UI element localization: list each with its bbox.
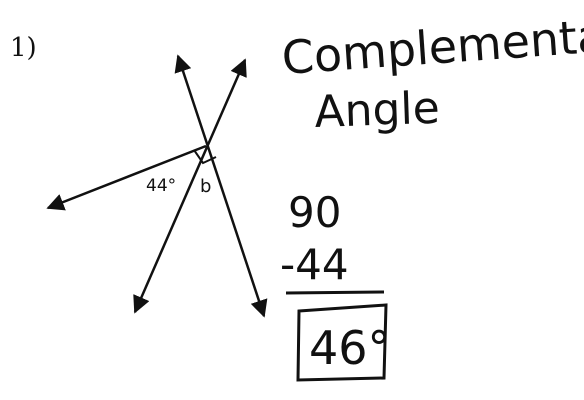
handwritten-work: Complementary Angle 90 -44 46° <box>280 5 584 382</box>
subtraction-bar <box>285 290 385 295</box>
line-crossing-ray <box>133 58 247 314</box>
answer-text: 46° <box>309 321 391 375</box>
left-ray <box>46 144 207 211</box>
unknown-angle-label: b <box>200 176 211 197</box>
title-line-2: Angle <box>314 83 441 138</box>
given-angle-label: 44° <box>146 176 176 196</box>
subtrahend: -44 <box>280 240 349 289</box>
title-line-1: Complementary <box>280 5 584 85</box>
angle-diagram: 44° b <box>46 54 268 318</box>
problem-number: 1) <box>10 33 37 63</box>
right-angle-marker <box>193 149 217 165</box>
minuend: 90 <box>288 188 341 237</box>
answer-box <box>296 303 388 382</box>
